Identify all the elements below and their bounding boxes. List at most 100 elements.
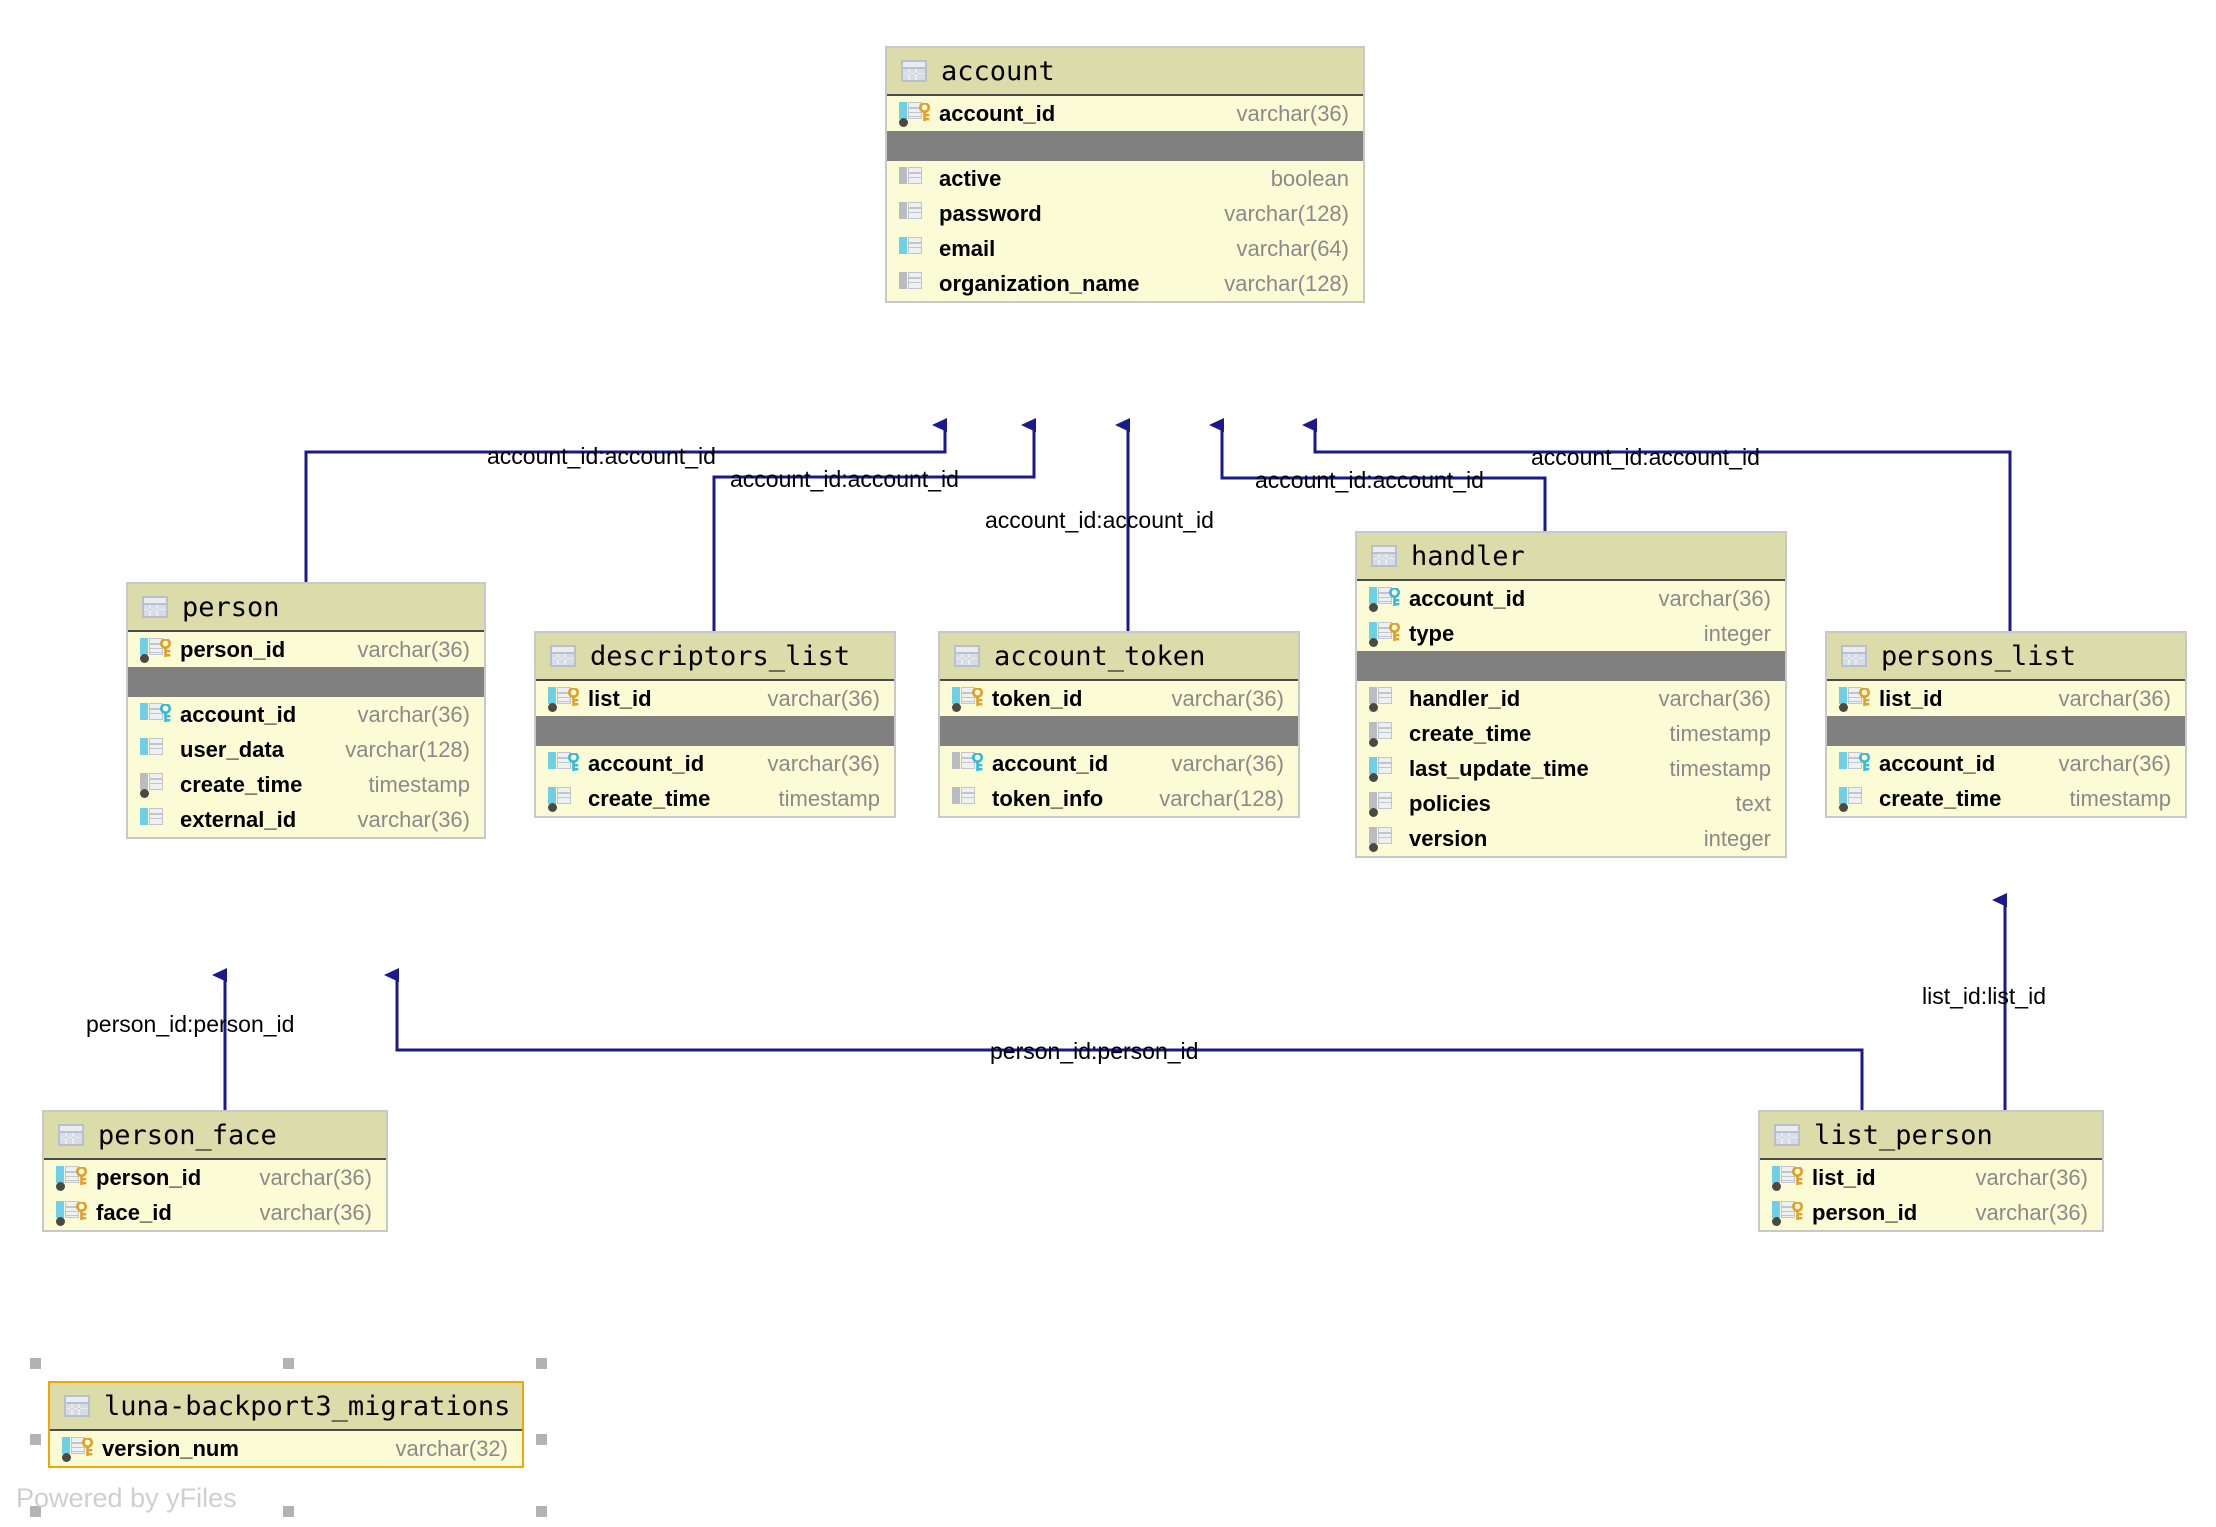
entity-title: persons_list	[1881, 640, 2077, 672]
column-type: varchar(128)	[345, 736, 470, 762]
column-bar-icon	[140, 737, 148, 755]
column-type: varchar(36)	[259, 1199, 372, 1225]
entity-header[interactable]: list_person	[1760, 1112, 2102, 1160]
entity-header[interactable]: account_token	[940, 633, 1298, 681]
resize-handle-5[interactable]	[30, 1506, 41, 1517]
not-null-dot-icon	[140, 653, 149, 663]
primary-key-icon	[1792, 1166, 1803, 1185]
column-type: varchar(36)	[767, 685, 880, 711]
column-bar-icon	[952, 786, 960, 804]
table-icon	[58, 1124, 84, 1146]
resize-handle-0[interactable]	[30, 1358, 41, 1369]
column-type: timestamp	[368, 771, 470, 797]
table-icon	[64, 1395, 90, 1417]
resize-handle-6[interactable]	[283, 1506, 294, 1517]
primary-key-row-icon	[1839, 686, 1870, 712]
column-grid-icon	[1378, 621, 1392, 639]
column-bar-icon	[899, 271, 907, 289]
entity-header[interactable]: luna-backport3_migrations	[50, 1383, 522, 1431]
foreign-key-icon	[972, 752, 983, 771]
column-grid-icon	[149, 772, 163, 790]
column-type: varchar(64)	[1236, 235, 1349, 261]
primary-key-row-icon	[1772, 1165, 1803, 1191]
yfiles-watermark: Powered by yFiles	[16, 1483, 237, 1513]
resize-handle-4[interactable]	[536, 1434, 547, 1445]
resize-handle-2[interactable]	[536, 1358, 547, 1369]
column-grid-icon	[908, 271, 922, 289]
column-name: version	[1409, 825, 1488, 851]
column-name: user_data	[180, 736, 284, 762]
table-icon	[901, 60, 927, 82]
column-name: active	[939, 165, 1002, 191]
column-name: account_id	[992, 750, 1109, 776]
entity-header[interactable]: person	[128, 584, 484, 632]
table-icon	[1841, 645, 1867, 667]
column-bar-icon	[1369, 826, 1377, 844]
resize-handle-7[interactable]	[536, 1506, 547, 1517]
not-null-dot-icon	[140, 788, 149, 798]
entity-header[interactable]: descriptors_list	[536, 633, 894, 681]
edge-label: person_id:person_id	[86, 1011, 295, 1037]
column-name: person_id	[180, 636, 286, 662]
not-null-dot-icon	[1369, 807, 1378, 817]
column-bar-icon	[952, 686, 960, 704]
entity-header[interactable]: handler	[1357, 533, 1785, 581]
resize-handle-3[interactable]	[30, 1434, 41, 1445]
column-type: varchar(128)	[1224, 270, 1349, 296]
entity-row[interactable]: user_data varchar(128)	[128, 732, 484, 767]
column-name: token_info	[992, 785, 1104, 811]
key-separator	[1827, 716, 2185, 746]
entity-header[interactable]: person_face	[44, 1112, 386, 1160]
entity-header[interactable]: account	[887, 48, 1363, 96]
key-separator	[128, 667, 484, 697]
column-row-icon	[1369, 791, 1399, 817]
entity-title: account	[941, 55, 1055, 87]
column-bar-icon	[140, 807, 148, 825]
column-grid-icon	[961, 686, 975, 704]
column-name: person_id	[96, 1164, 202, 1190]
resize-handle-1[interactable]	[283, 1358, 294, 1369]
entity-header[interactable]: persons_list	[1827, 633, 2185, 681]
